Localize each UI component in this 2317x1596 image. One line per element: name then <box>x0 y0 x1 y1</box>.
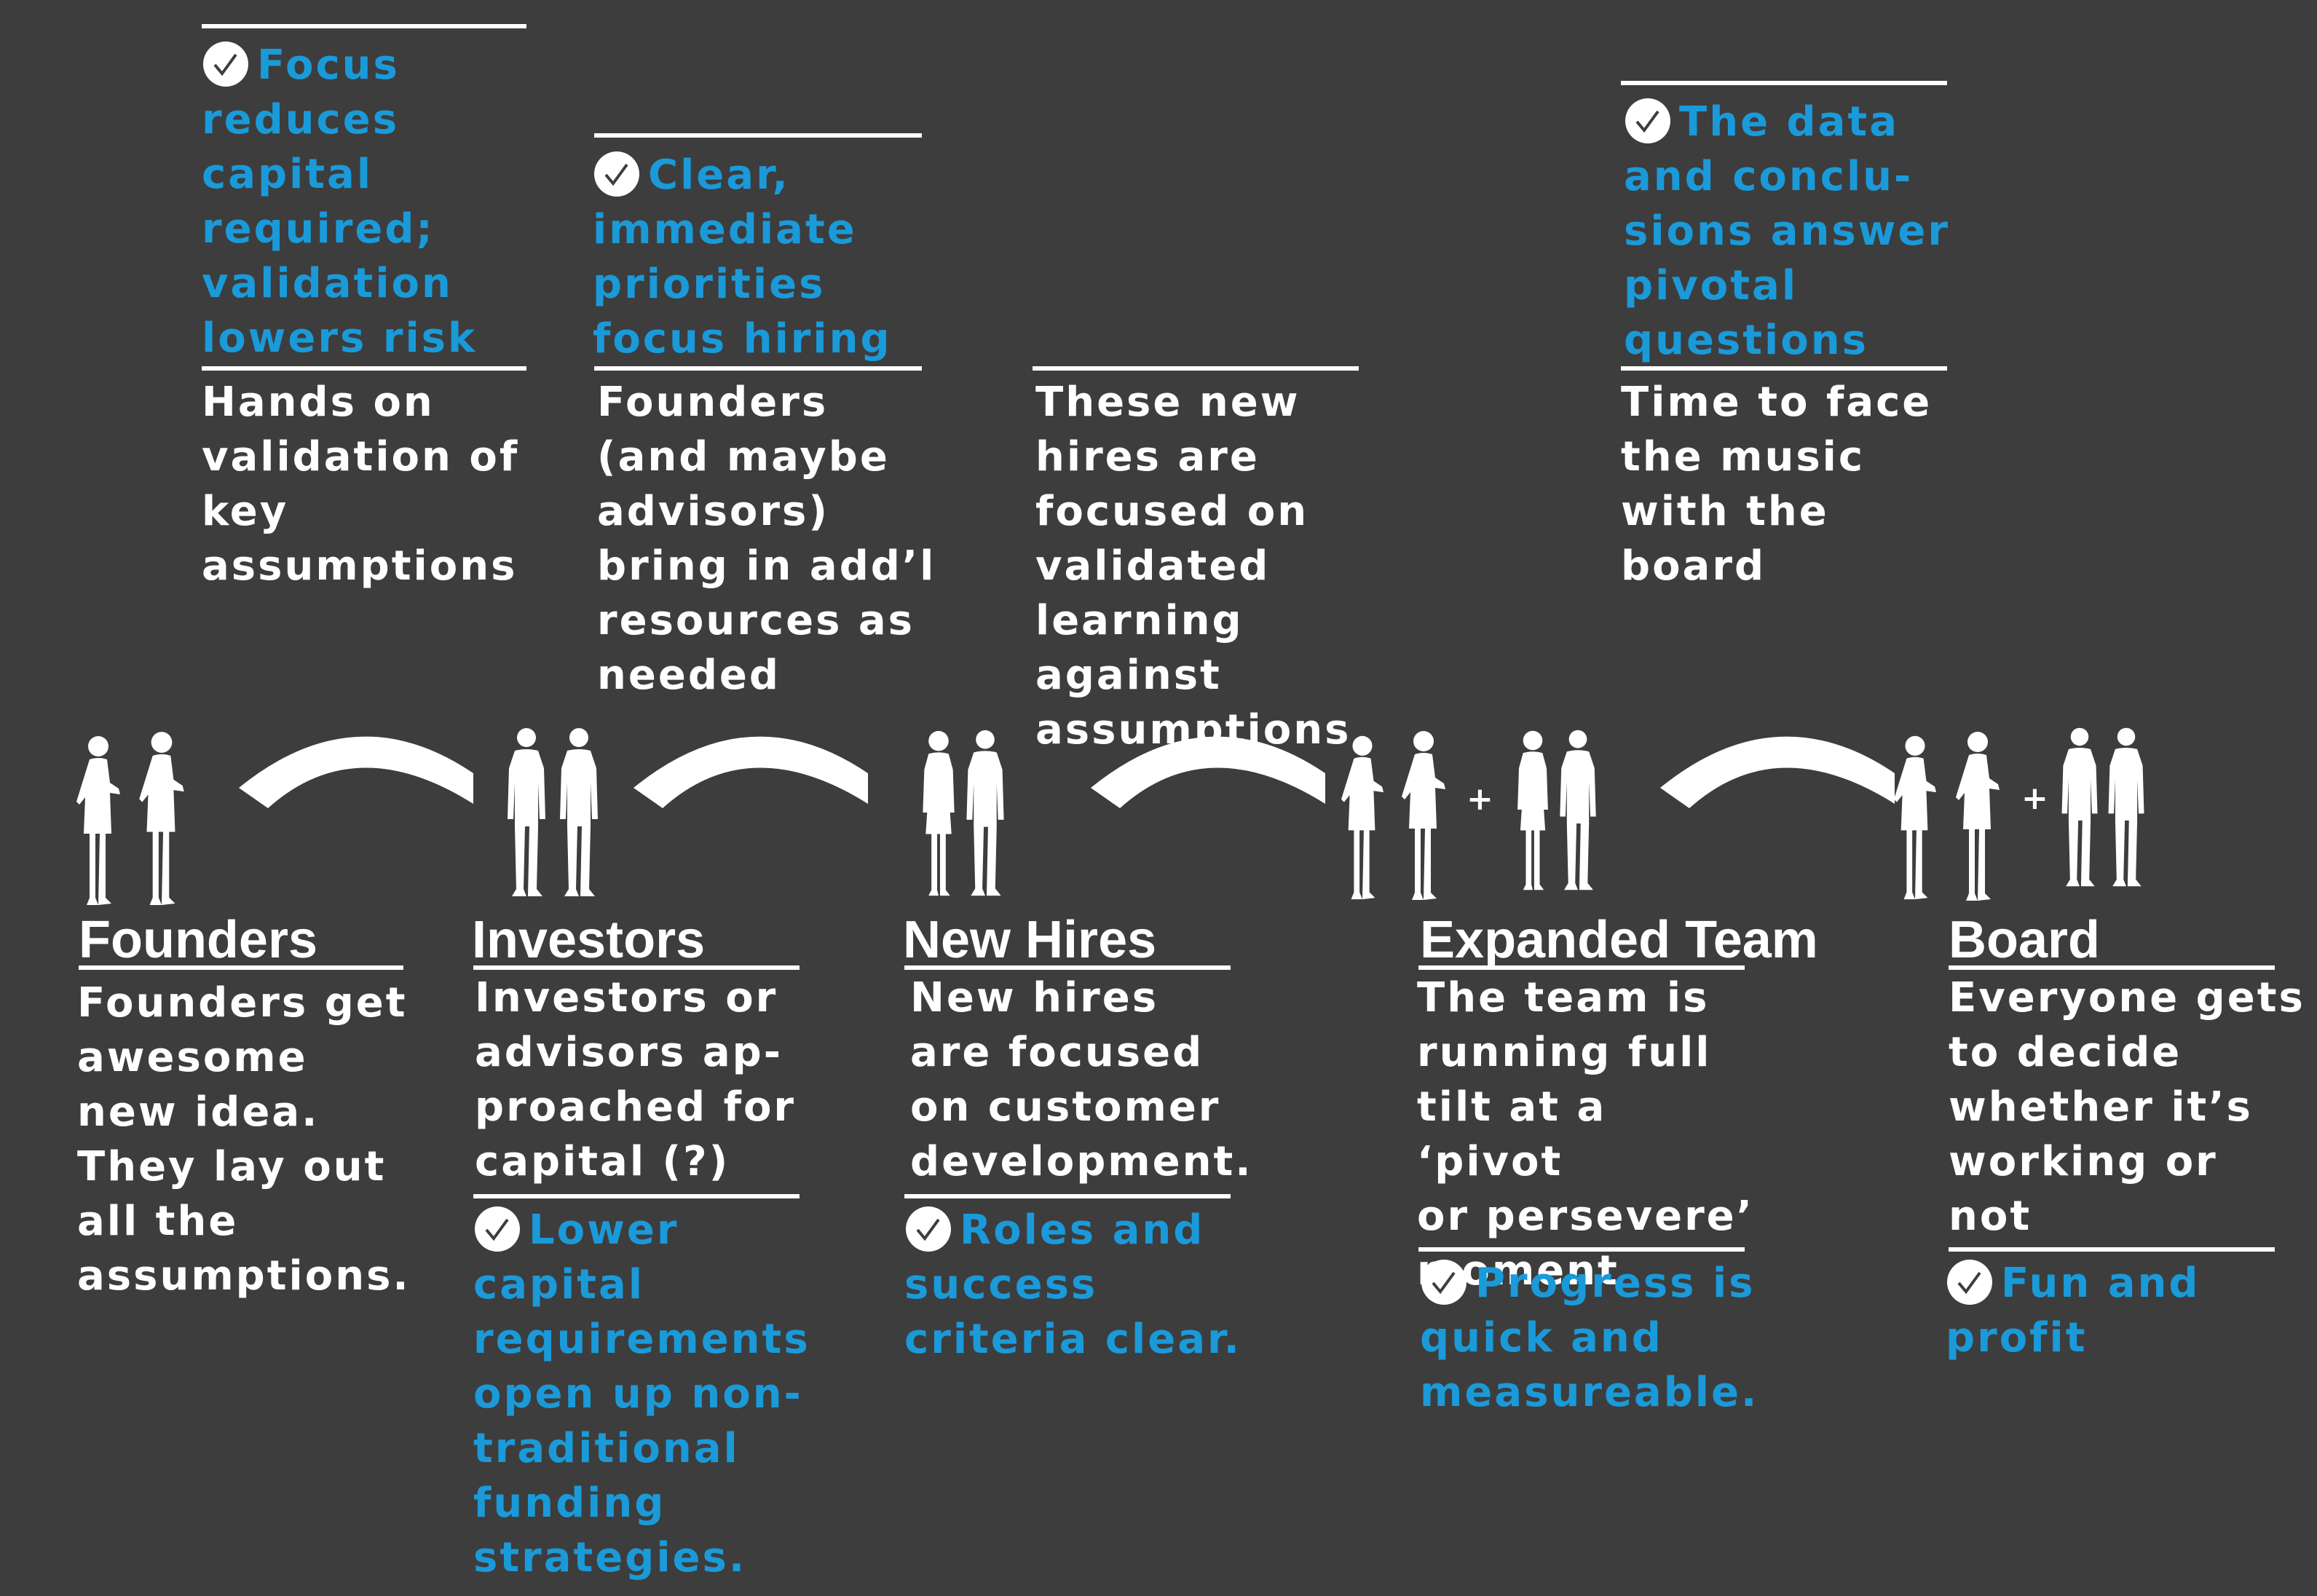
plus-icon: + <box>1467 781 1493 818</box>
stage-title-board: Board <box>1949 910 2100 970</box>
check-circle-icon <box>202 40 250 88</box>
transition-4-top-rule <box>1621 81 1947 85</box>
transition-3-mid-rule <box>1033 366 1359 371</box>
expanded-team-benefit-text: Progress is quick and measureable. <box>1420 1260 1759 1416</box>
expanded-team-title-rule <box>1418 965 1745 970</box>
curved-arrow-icon <box>1660 722 1900 813</box>
transition-2-description: Founders (and maybe advisors) bring in a… <box>597 375 939 703</box>
new-hires-title-rule <box>904 965 1231 970</box>
new-hires-description: New hires are focused on customer develo… <box>910 971 1252 1189</box>
investors-description: Investors or advisors ap- proached for c… <box>475 971 817 1189</box>
stage-title-expanded-team: Expanded Team <box>1420 910 1818 970</box>
founders-description: Founders get awesome new idea. They lay … <box>77 976 412 1303</box>
transition-2-benefit: Clear, immediate priorities focus hiring <box>593 148 935 366</box>
investors-figures-icon <box>504 724 613 899</box>
board-figures-icon: + <box>1893 724 2155 903</box>
plus-icon: + <box>2021 780 2048 817</box>
investors-benefit: Lower capital requirements open up non- … <box>473 1203 816 1585</box>
curved-arrow-icon <box>633 722 874 813</box>
transition-1-description: Hands on validation of key assumptions <box>202 375 537 593</box>
founders-figures-icon <box>76 732 208 906</box>
board-title-rule <box>1949 965 2275 970</box>
investors-title-rule <box>473 965 800 970</box>
stage-title-founders: Founders <box>79 910 317 970</box>
curved-arrow-icon <box>1091 722 1331 813</box>
new-hires-benefit-text: Roles and success criteria clear. <box>904 1206 1242 1363</box>
transition-4-benefit-text: The data and conclu- sions answer pivota… <box>1624 98 1950 364</box>
transition-4-benefit: The data and conclu- sions answer pivota… <box>1624 95 2002 368</box>
stage-title-new-hires: New Hires <box>903 910 1156 970</box>
curved-arrow-icon <box>239 722 479 813</box>
transition-1-benefit: Focus reduces capital required; validati… <box>202 38 537 366</box>
check-circle-icon <box>1624 97 1672 145</box>
transition-4-description: Time to face the music with the board <box>1621 375 1985 593</box>
board-benefit: Fun and profit <box>1946 1256 2295 1365</box>
transition-1-benefit-text: Focus reduces capital required; validati… <box>202 42 477 362</box>
investors-benefit-rule <box>473 1194 800 1198</box>
founders-title-rule <box>79 965 403 970</box>
board-benefit-rule <box>1949 1247 2275 1252</box>
board-description: Everyone gets to decide whether it’s wor… <box>1949 971 2305 1244</box>
check-circle-icon <box>1946 1258 1994 1306</box>
stage-title-investors: Investors <box>472 910 705 970</box>
new-hires-benefit: Roles and success criteria clear. <box>904 1203 1247 1367</box>
transition-1-top-rule <box>202 24 526 28</box>
transition-1-mid-rule <box>202 366 526 371</box>
transition-3-description: These new hires are focused on validated… <box>1035 375 1443 757</box>
new-hires-benefit-rule <box>904 1194 1231 1198</box>
transition-2-mid-rule <box>594 366 922 371</box>
check-circle-icon <box>904 1205 952 1253</box>
check-circle-icon <box>593 150 641 198</box>
transition-2-top-rule <box>594 133 922 138</box>
investors-benefit-text: Lower capital requirements open up non- … <box>473 1206 810 1581</box>
expanded-team-benefit: Progress is quick and measureable. <box>1420 1256 1769 1420</box>
expanded-team-benefit-rule <box>1418 1247 1745 1252</box>
new-hires-figures-icon <box>916 727 1025 901</box>
check-circle-icon <box>1420 1258 1468 1306</box>
transition-4-mid-rule <box>1621 366 1947 371</box>
check-circle-icon <box>473 1205 521 1253</box>
expanded-team-figures-icon: + <box>1341 727 1611 901</box>
